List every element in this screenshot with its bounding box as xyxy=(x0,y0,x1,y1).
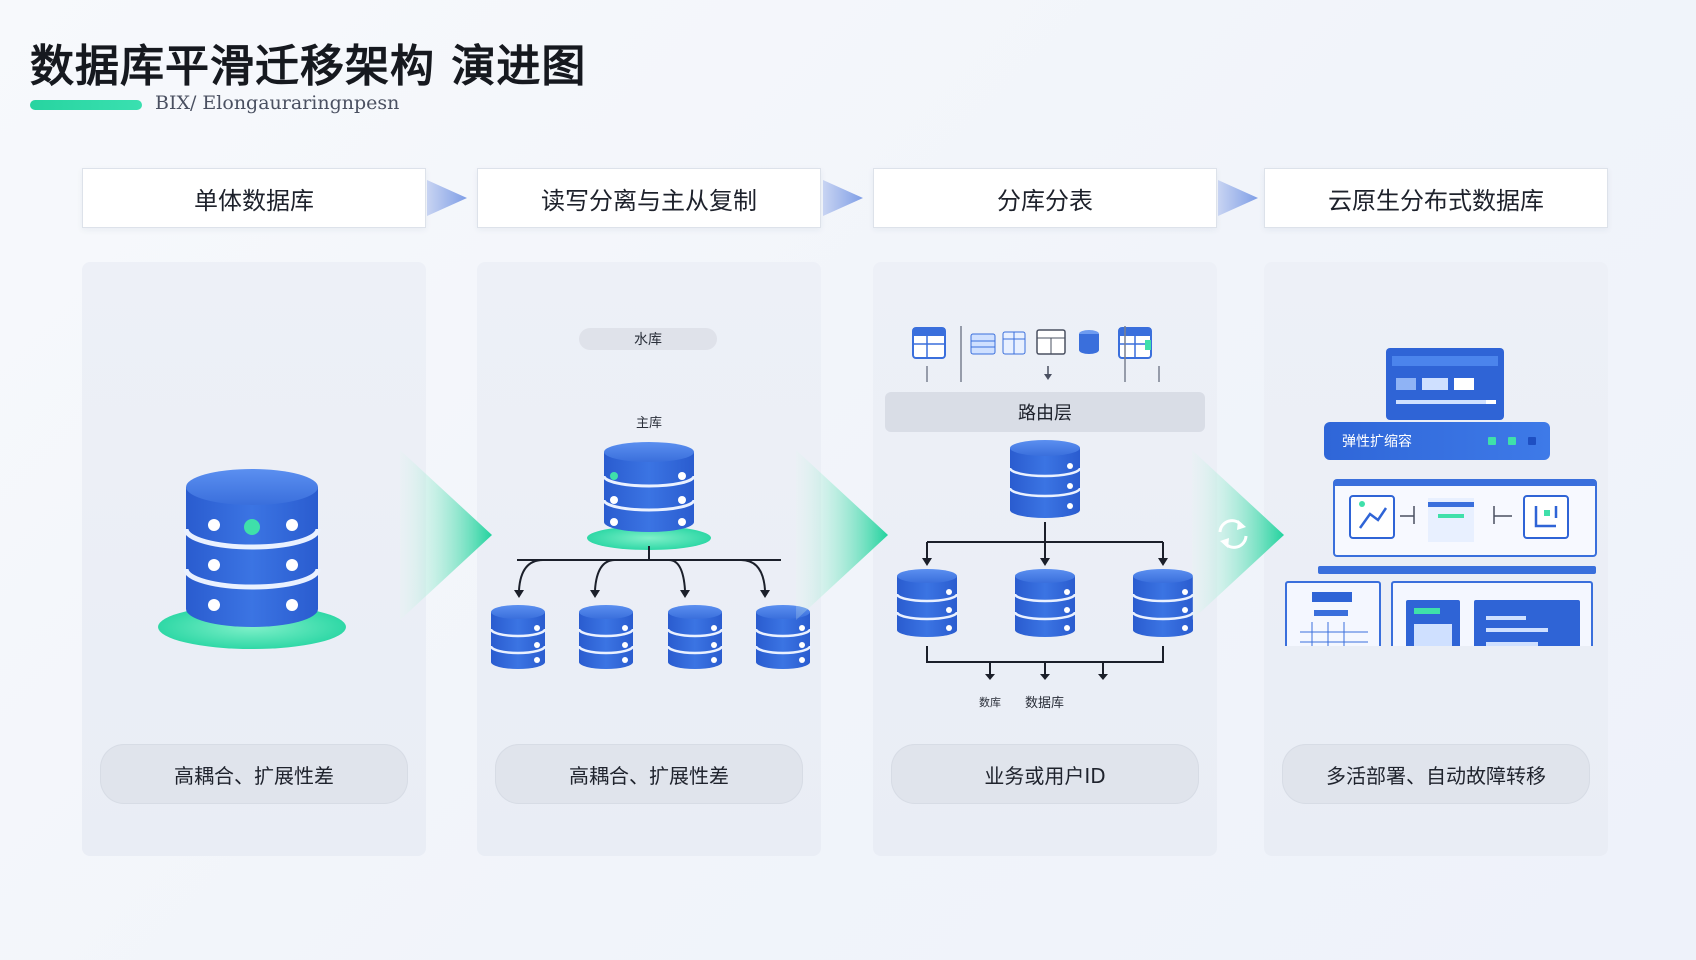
router-layer: 路由层 xyxy=(885,392,1205,432)
table-icon xyxy=(1036,329,1066,355)
flow-arrow-icon xyxy=(1192,450,1284,620)
database-icon xyxy=(1008,440,1082,518)
table-icon-row xyxy=(912,326,1160,382)
title-accent-bar xyxy=(30,100,142,110)
stage-4-header: 云原生分布式数据库 xyxy=(1264,168,1608,228)
database-icon xyxy=(577,605,635,669)
stage-2-caption: 高耦合、扩展性差 xyxy=(495,744,803,804)
flow-arrow-icon xyxy=(400,450,492,620)
stage-2-panel: 水库 主库 xyxy=(477,262,821,856)
elastic-scaling-label: 弹性扩缩容 xyxy=(1342,434,1412,450)
header-arrow-icon xyxy=(823,180,863,216)
table-icon xyxy=(970,333,996,355)
database-icon xyxy=(1079,330,1099,354)
database-icon xyxy=(895,569,959,637)
sync-icon xyxy=(1523,495,1569,539)
stage-3-header: 分库分表 xyxy=(873,168,1217,228)
flow-arrow-icon xyxy=(796,450,888,620)
table-icon xyxy=(1118,327,1152,359)
table-icon xyxy=(912,327,946,359)
status-dot xyxy=(1488,437,1496,445)
stage-1-panel: 高耦合、扩展性差 xyxy=(82,262,426,856)
status-dot xyxy=(1528,437,1536,445)
master-slave-diagram xyxy=(489,442,812,669)
database-icon xyxy=(1013,569,1077,637)
database-icon xyxy=(666,605,724,669)
replica-pill-label: 水库 xyxy=(579,328,717,350)
elastic-scaling-bar: 弹性扩缩容 xyxy=(1324,422,1550,460)
stage-1-header: 单体数据库 xyxy=(82,168,426,228)
master-label: 主库 xyxy=(636,416,663,431)
shard-label-left: 数库 xyxy=(979,696,1001,709)
dashboard-icon xyxy=(1386,348,1504,420)
table-icon xyxy=(1002,331,1026,355)
sync-icon xyxy=(1218,519,1248,549)
database-icon xyxy=(602,442,696,532)
stage-3-panel: 路由层 xyxy=(873,262,1217,856)
header-arrow-icon xyxy=(1218,180,1258,216)
database-icon xyxy=(158,469,346,649)
header-arrow-icon xyxy=(427,180,467,216)
status-dot xyxy=(1508,437,1516,445)
stage-4-panel: 弹性扩缩容 多活部署、自动故障转移 xyxy=(1264,262,1608,856)
shard-label-mid: 数据库 xyxy=(1025,696,1065,711)
page-title: 数据库平滑迁移架构 演进图 xyxy=(30,41,587,92)
stage-4-caption: 多活部署、自动故障转移 xyxy=(1282,744,1590,804)
database-icon xyxy=(489,605,547,669)
stage-2-header: 读写分离与主从复制 xyxy=(477,168,821,228)
page-subtitle: BIX/ Elongauraringnpesn xyxy=(155,92,400,114)
cloud-native-dashboard xyxy=(1285,348,1597,646)
chart-icon xyxy=(1349,495,1395,539)
sharding-diagram xyxy=(895,440,1195,680)
database-icon xyxy=(1131,569,1195,637)
stage-3-caption: 业务或用户ID xyxy=(891,744,1199,804)
stage-1-caption: 高耦合、扩展性差 xyxy=(100,744,408,804)
